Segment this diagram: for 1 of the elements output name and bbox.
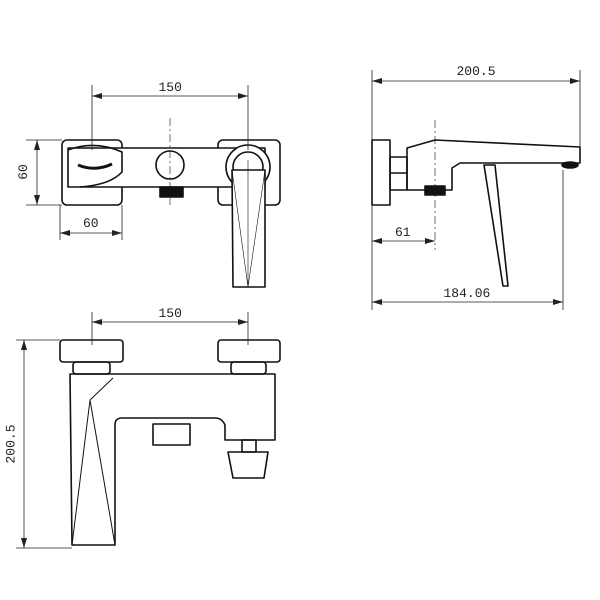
dimension-value: 200.5 bbox=[4, 424, 18, 464]
